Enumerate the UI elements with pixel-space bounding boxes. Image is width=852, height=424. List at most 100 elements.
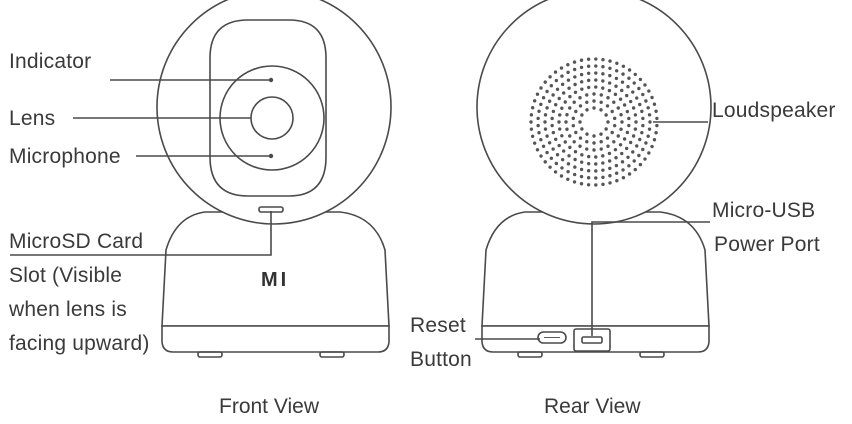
speaker-hole [605, 104, 610, 108]
lens-label: Lens [9, 107, 56, 130]
speaker-hole [646, 106, 650, 110]
speaker-hole [585, 132, 589, 136]
speaker-hole [638, 77, 643, 82]
speaker-hole [530, 106, 535, 110]
speaker-hole [626, 155, 630, 159]
speaker-hole [566, 162, 571, 166]
speaker-hole [548, 165, 552, 169]
speaker-hole [607, 159, 612, 163]
speaker-hole [632, 159, 636, 163]
speaker-hole [631, 90, 635, 94]
microsd-label-line3: when lens is [9, 298, 127, 321]
rear-foot-left [517, 351, 543, 358]
speaker-hole [568, 134, 572, 138]
reset-button-frame [537, 331, 567, 344]
speaker-hole [579, 65, 584, 70]
speaker-hole [631, 134, 636, 138]
loudspeaker-label: Loudspeaker [712, 99, 836, 122]
speaker-hole [654, 109, 658, 113]
speaker-hole [572, 100, 576, 104]
speaker-hole [619, 127, 623, 131]
speaker-hole [604, 127, 608, 131]
speaker-hole [532, 141, 537, 145]
speaker-hole [620, 160, 625, 164]
speaker-hole [561, 91, 566, 95]
speaker-hole [627, 76, 631, 80]
speaker-hole [535, 148, 540, 152]
microphone-label: Microphone [9, 145, 121, 168]
speaker-hole [573, 157, 577, 162]
microsd-label-line1: MicroSD Card [9, 230, 144, 253]
speaker-hole [612, 123, 617, 128]
speaker-hole [586, 64, 591, 68]
speaker-hole [652, 138, 657, 142]
speaker-hole [647, 127, 652, 131]
speaker-hole [573, 150, 578, 154]
speaker-hole [601, 65, 605, 69]
speaker-hole [594, 155, 598, 159]
speaker-hole [605, 136, 610, 140]
speaker-hole [580, 80, 584, 84]
speaker-hole [637, 153, 641, 158]
speaker-hole [549, 156, 554, 160]
speaker-hole [585, 147, 589, 151]
speaker-hole [586, 176, 591, 180]
speaker-hole [580, 87, 584, 91]
speaker-hole [614, 76, 619, 81]
speaker-hole [614, 84, 618, 88]
microsd-label-line4: facing upward) [9, 332, 150, 355]
speaker-hole [601, 154, 605, 158]
speaker-hole [643, 157, 647, 161]
speaker-hole [578, 104, 583, 108]
speaker-hole [615, 61, 619, 65]
speaker-hole [572, 180, 577, 184]
speaker-hole [547, 99, 552, 103]
rear-camera [476, 0, 712, 358]
speaker-hole [541, 144, 546, 148]
speaker-hole [650, 95, 654, 100]
speaker-hole [563, 140, 567, 144]
speaker-hole [554, 137, 558, 141]
speaker-hole [634, 120, 638, 124]
speaker-hole [621, 72, 625, 76]
speaker-hole [580, 127, 584, 131]
speaker-hole [554, 161, 559, 166]
speaker-hole [585, 100, 589, 104]
speaker-hole [573, 75, 577, 79]
microsd-label-line2: Slot (Visible [9, 264, 123, 287]
speaker-hole [545, 150, 549, 155]
speaker-hole [648, 120, 652, 124]
speaker-hole [654, 131, 658, 135]
speaker-hole [607, 88, 612, 93]
speaker-hole [539, 154, 543, 158]
speaker-hole [585, 108, 589, 112]
speaker-hole [567, 154, 571, 158]
speaker-hole [553, 70, 558, 74]
front-foot-right [319, 351, 345, 358]
speaker-hole [554, 78, 559, 83]
speaker-hole [571, 123, 576, 128]
speaker-hole [647, 113, 652, 117]
speaker-hole [586, 78, 591, 83]
speaker-hole [561, 149, 566, 153]
front-lens-panel [209, 19, 327, 197]
speaker-hole [539, 102, 543, 107]
speaker-hole [560, 106, 564, 110]
speaker-hole [551, 109, 556, 114]
micro-usb-port-slot [581, 336, 603, 344]
speaker-hole [580, 160, 584, 164]
microphone-dot [268, 153, 274, 159]
micro-usb-leader [591, 221, 710, 336]
indicator-label: Indicator [9, 50, 92, 73]
speaker-hole [606, 120, 610, 124]
speaker-hole [572, 140, 576, 144]
speaker-hole [620, 151, 624, 156]
speaker-hole [625, 130, 630, 135]
speaker-hole [614, 156, 618, 160]
speaker-hole [563, 100, 567, 104]
speaker-hole [627, 172, 632, 176]
speaker-hole [592, 92, 596, 96]
speaker-hole [578, 96, 582, 100]
micro-usb-label-line2: Power Port [714, 233, 820, 256]
speaker-hole [618, 97, 623, 101]
